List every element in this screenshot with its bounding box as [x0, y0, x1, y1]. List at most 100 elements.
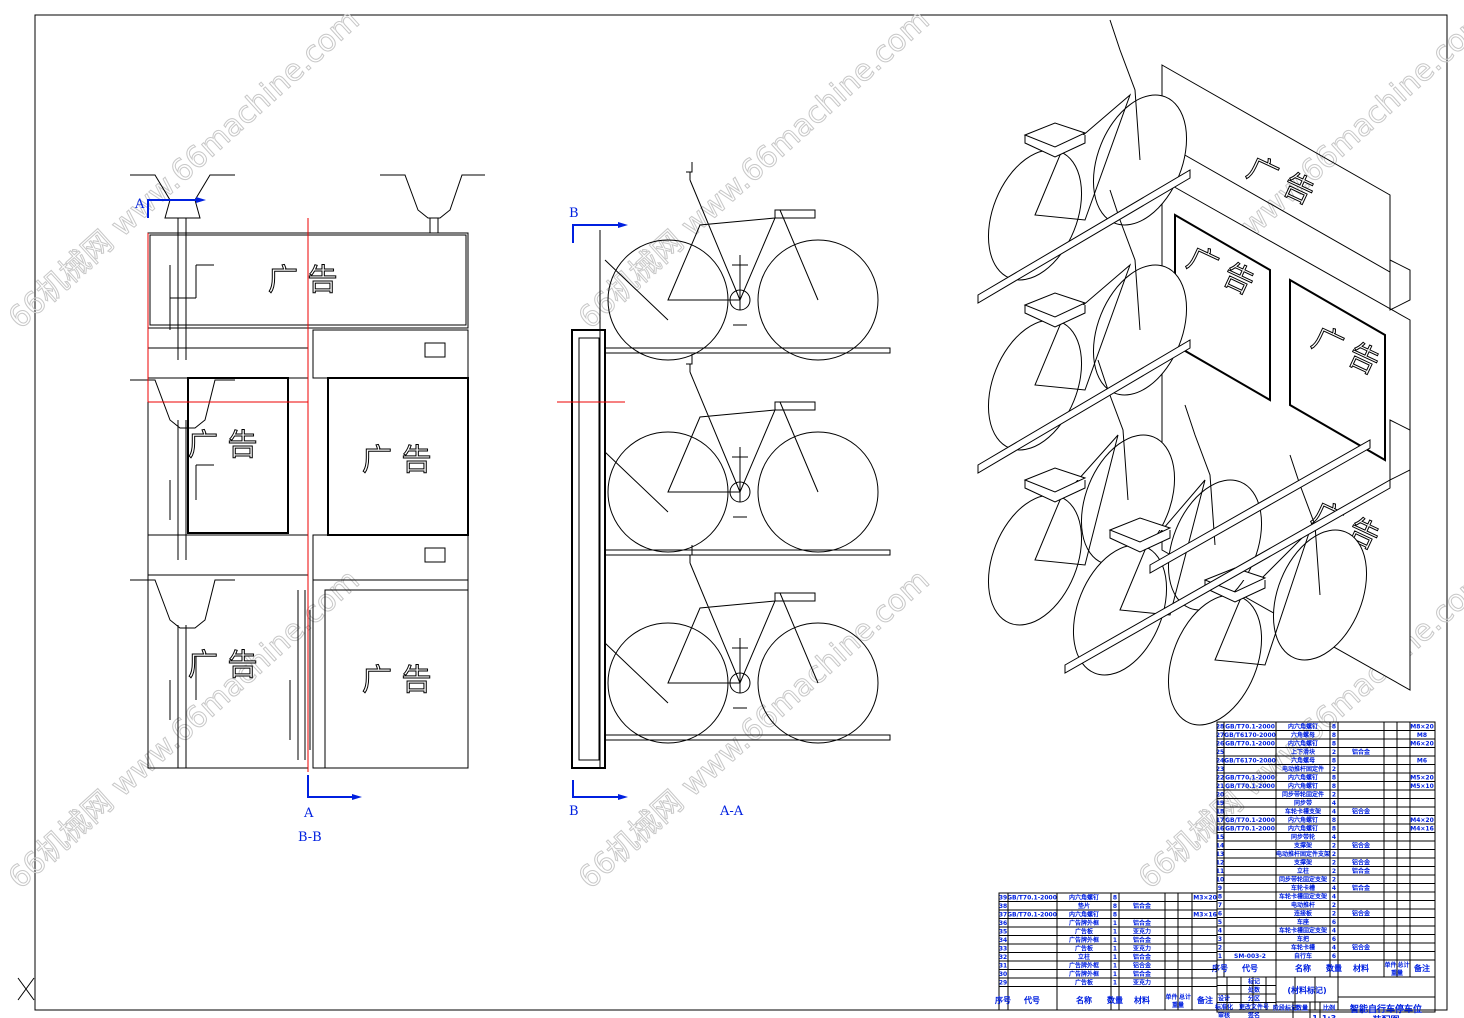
table-cell: 1: [1113, 946, 1117, 953]
table-cell: 8: [1113, 912, 1117, 919]
table-cell: GB/T70.1-2000: [1007, 895, 1057, 902]
table-cell: 支撑架: [1293, 859, 1312, 867]
table-cell: 32: [999, 954, 1007, 961]
table-cell: 车轮卡槽: [1291, 884, 1315, 892]
bicycle-seat: [1023, 467, 1087, 503]
table-cell: GB/T70.1-2000: [1225, 826, 1275, 833]
table-cell: GB/T70.1-2000: [1225, 741, 1275, 748]
table-cell: 8: [1332, 783, 1336, 790]
table-cell: 8: [1332, 826, 1336, 833]
table-cell: 6: [1332, 919, 1336, 926]
table-cell: 铝合金: [1352, 808, 1371, 816]
table-cell: 车轮卡槽支架: [1285, 808, 1321, 816]
table-cell: 23: [1216, 766, 1224, 773]
bicycle: [604, 354, 879, 553]
header-name: 名称: [1076, 995, 1092, 1005]
wheel-rail: [977, 339, 1191, 474]
watermark: 66机械网 www.66machine.com: [572, 563, 936, 896]
table-cell: 铝合金: [1352, 748, 1371, 756]
quantity-value: 1: [1312, 1014, 1318, 1018]
table-cell: 4: [1332, 834, 1336, 841]
ad-label: 广 告: [362, 663, 432, 698]
table-cell: 广告板: [1075, 979, 1094, 987]
header-remark: 备注: [1196, 995, 1213, 1005]
bicycle-seat: [1108, 517, 1172, 553]
table-cell: 2: [1332, 911, 1336, 918]
quantity-label: 数量: [1296, 1004, 1308, 1012]
table-cell: 2: [1332, 860, 1336, 867]
table-cell: M5×20: [1410, 775, 1434, 782]
table-cell: 铝合金: [1352, 867, 1371, 875]
ad-label: 广 告: [188, 428, 258, 463]
header-name: 名称: [1295, 963, 1311, 973]
table-cell: 亚克力: [1133, 945, 1151, 953]
header-total: 总计: [1179, 993, 1191, 1001]
stage-mark-label: 阶段标记: [1273, 1004, 1297, 1012]
table-cell: GB/T70.1-2000: [1225, 724, 1275, 731]
table-cell: 25: [1216, 749, 1224, 756]
table-cell: 12: [1216, 860, 1224, 867]
table-cell: 35: [999, 929, 1007, 936]
table-cell: 1: [1113, 971, 1117, 978]
table-cell: 车座: [1297, 918, 1309, 926]
table-cell: M3×20: [1193, 895, 1217, 902]
table-cell: 39: [999, 895, 1007, 902]
material-mark: (材料标记): [1287, 985, 1326, 995]
table-cell: 铝合金: [1133, 902, 1152, 910]
table-cell: 26: [1216, 741, 1224, 748]
table-cell: 电动推杆固定件: [1282, 765, 1324, 773]
signature-label: 签名: [1247, 1012, 1260, 1018]
table-cell: 36: [999, 920, 1007, 927]
table-cell: 9: [1218, 885, 1222, 892]
table-cell: 自行车: [1294, 952, 1312, 960]
header-total: 总计: [1397, 961, 1409, 969]
table-cell: 车轮卡槽固定支架: [1279, 927, 1327, 935]
table-cell: M4×16: [1410, 826, 1434, 833]
table-cell: GB/T6170-2000: [1224, 732, 1276, 739]
table-cell: GB/T70.1-2000: [1225, 817, 1275, 824]
table-cell: 内六角螺钉: [1288, 740, 1318, 748]
scale-label: 比例: [1323, 1004, 1335, 1012]
table-cell: 24: [1216, 758, 1224, 765]
section-arrow-b: [572, 224, 620, 798]
table-cell: 2: [1332, 843, 1336, 850]
table-cell: 上下滑块: [1291, 748, 1316, 756]
table-cell: 4: [1332, 809, 1336, 816]
table-cell: 六角螺母: [1291, 731, 1315, 739]
table-cell: 17: [1216, 817, 1224, 824]
table-cell: GB/T70.1-2000: [1007, 912, 1057, 919]
table-cell: 铝合金: [1352, 842, 1371, 850]
table-cell: 2: [1218, 945, 1222, 952]
section-label-a: A: [303, 806, 314, 821]
table-cell: 7: [1218, 902, 1222, 909]
table-cell: 亚克力: [1133, 979, 1151, 987]
table-cell: 内六角螺钉: [1069, 894, 1099, 902]
table-cell: 支撑架: [1293, 842, 1312, 850]
bicycle-seat: [1023, 122, 1087, 158]
ad-label: 广 告: [268, 263, 338, 298]
table-cell: 1: [1113, 937, 1117, 944]
header-seq: 序号: [1212, 963, 1228, 973]
centerline: [147, 218, 309, 772]
table-cell: 8: [1332, 775, 1336, 782]
table-cell: 1: [1113, 929, 1117, 936]
table-cell: 6: [1332, 953, 1336, 960]
bicycle-frame: [1034, 189, 1141, 391]
